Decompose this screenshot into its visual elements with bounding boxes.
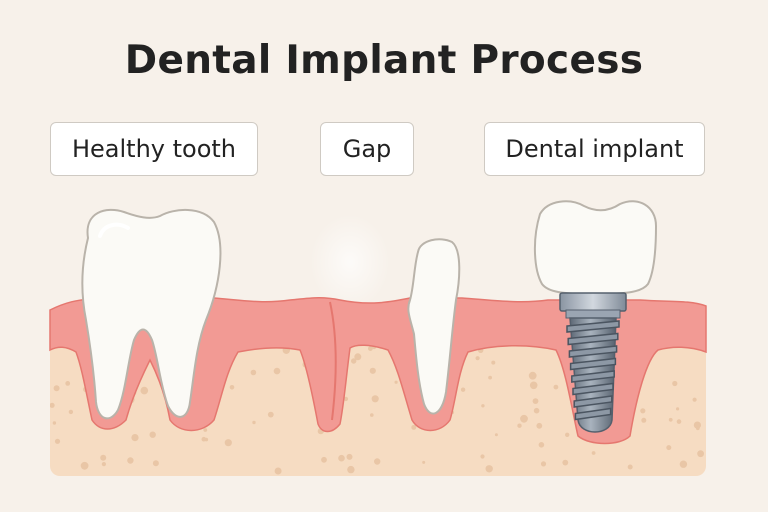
screw-thread bbox=[571, 370, 615, 383]
healthy-tooth-label: Healthy tooth bbox=[50, 122, 258, 176]
bone-speckle bbox=[343, 396, 349, 402]
bone-speckle bbox=[494, 433, 498, 437]
bone-speckle bbox=[679, 460, 688, 468]
screw-thread bbox=[574, 407, 612, 421]
bone-speckle bbox=[152, 460, 159, 467]
bone-speckle bbox=[538, 442, 545, 448]
bone-speckle bbox=[229, 385, 235, 390]
bone-speckle bbox=[354, 353, 362, 361]
screw-thread bbox=[568, 345, 618, 358]
bone-speckle bbox=[127, 457, 134, 464]
bone-speckle bbox=[693, 421, 702, 429]
screw-thread bbox=[572, 382, 614, 396]
bone-speckle bbox=[422, 460, 426, 464]
bone-speckle bbox=[149, 431, 156, 438]
bone-speckle bbox=[65, 381, 71, 386]
bone-speckle bbox=[697, 450, 704, 458]
gum-tissue bbox=[49, 296, 707, 445]
bone-speckle bbox=[672, 380, 678, 387]
bone-speckle bbox=[131, 434, 139, 442]
bone-speckle bbox=[520, 414, 528, 423]
bone-speckle bbox=[369, 367, 376, 374]
bone-speckle bbox=[201, 436, 207, 442]
bone-speckle bbox=[394, 380, 398, 384]
implant-crown-icon bbox=[533, 200, 658, 296]
bone-speckle bbox=[224, 439, 232, 447]
dental-implant-label: Dental implant bbox=[484, 122, 705, 176]
bone-speckle bbox=[475, 356, 480, 361]
bone-speckle bbox=[370, 413, 374, 417]
bone-speckle bbox=[351, 358, 357, 364]
bone-speckle bbox=[641, 417, 647, 423]
bone-speckle bbox=[250, 369, 257, 376]
narrow-tooth-icon bbox=[407, 238, 461, 415]
bone-speckle bbox=[368, 346, 373, 351]
bone-speckle bbox=[203, 428, 208, 432]
bone-speckle bbox=[562, 459, 569, 466]
screw-thread bbox=[566, 320, 620, 333]
bone-speckle bbox=[252, 420, 256, 425]
bone-speckle bbox=[50, 402, 55, 408]
bone-speckle bbox=[54, 438, 61, 444]
bone-speckle bbox=[536, 422, 543, 429]
bone-speckle bbox=[53, 385, 60, 392]
gap-glow bbox=[310, 214, 390, 310]
bone-speckle bbox=[553, 384, 559, 390]
screw-thread bbox=[569, 357, 617, 371]
bone-speckle bbox=[676, 419, 682, 424]
bone-speckle bbox=[692, 397, 697, 402]
bone-speckle bbox=[481, 404, 485, 408]
bone-speckle bbox=[101, 462, 106, 467]
bone-speckle bbox=[321, 456, 327, 463]
implant-abutment-icon bbox=[559, 292, 627, 319]
bone-speckle bbox=[411, 424, 417, 430]
bone-speckle bbox=[460, 387, 466, 392]
gap-label: Gap bbox=[320, 122, 414, 176]
bone-speckle bbox=[140, 386, 149, 395]
bone-speckle bbox=[371, 395, 379, 403]
gap-socket bbox=[329, 301, 337, 421]
bone-speckle bbox=[346, 453, 353, 460]
bone-speckle bbox=[591, 451, 596, 455]
bone-speckle bbox=[338, 454, 345, 462]
bone-speckle bbox=[488, 375, 492, 380]
screw-thread bbox=[567, 332, 619, 346]
bone-speckle bbox=[491, 360, 496, 365]
bone-speckle bbox=[533, 407, 540, 414]
bone-speckle bbox=[52, 421, 57, 425]
healthy-tooth-icon bbox=[81, 208, 222, 420]
bone-speckle bbox=[480, 454, 485, 459]
bone-speckle bbox=[68, 409, 74, 415]
bone-speckle bbox=[528, 371, 537, 380]
page-title: Dental Implant Process bbox=[124, 38, 644, 83]
implant-screw-icon bbox=[566, 317, 620, 433]
bone-speckle bbox=[517, 423, 522, 428]
bone-speckle bbox=[273, 367, 281, 375]
healthy-tooth-shine bbox=[98, 222, 130, 238]
bone-speckle bbox=[100, 454, 107, 461]
bone-speckle bbox=[80, 461, 89, 470]
bone-speckle bbox=[529, 381, 538, 390]
bone-speckle bbox=[267, 411, 274, 418]
bone-speckle bbox=[347, 465, 355, 474]
bone-speckle bbox=[666, 445, 672, 451]
bone-speckle bbox=[540, 461, 547, 467]
screw-thread bbox=[573, 395, 613, 408]
bone-speckle bbox=[565, 432, 570, 437]
bone-speckle bbox=[274, 467, 282, 475]
bone-speckle bbox=[374, 458, 381, 465]
bone-speckle bbox=[668, 417, 673, 422]
bone-speckle bbox=[640, 408, 646, 414]
bone-speckle bbox=[485, 465, 493, 473]
bone-speckle bbox=[695, 426, 700, 431]
bone-speckle bbox=[676, 407, 680, 411]
bone-speckle bbox=[532, 398, 539, 404]
bone-speckle bbox=[627, 464, 633, 470]
